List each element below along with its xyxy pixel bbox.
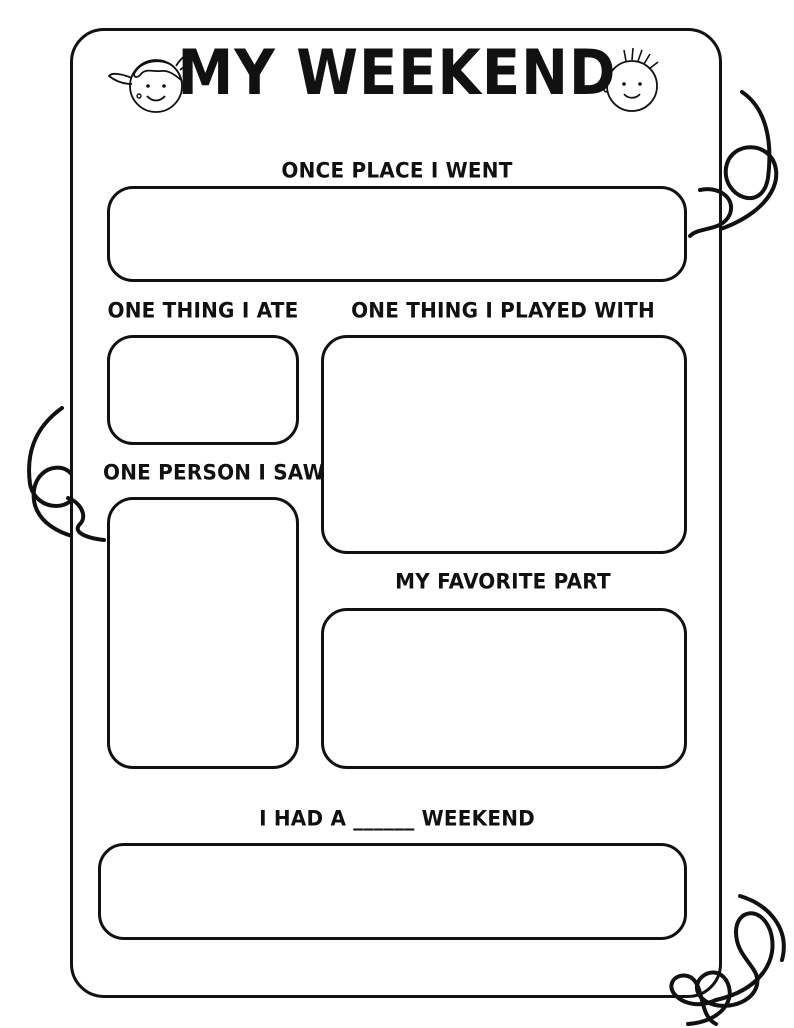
answer-box-favorite-part[interactable]: [321, 608, 687, 769]
label-thing-ate: ONE THING I ATE: [107, 297, 299, 323]
answer-box-person-saw[interactable]: [107, 497, 299, 769]
answer-box-place-went[interactable]: [107, 186, 687, 282]
answer-box-played-with[interactable]: [321, 335, 687, 554]
label-had-weekend: I HAD A ______ WEEKEND: [259, 805, 535, 831]
label-place-went: ONCE PLACE I WENT: [281, 157, 513, 183]
answer-box-had-weekend[interactable]: [98, 843, 687, 940]
girl-face-icon: [107, 52, 194, 113]
worksheet-title: MY WEEKEND: [177, 37, 617, 110]
label-person-saw: ONE PERSON I SAW: [103, 459, 325, 485]
answer-box-thing-ate[interactable]: [107, 335, 299, 445]
label-played-with: ONE THING I PLAYED WITH: [351, 297, 655, 323]
boy-face-icon: [603, 47, 659, 112]
label-favorite-part: MY FAVORITE PART: [395, 568, 611, 594]
